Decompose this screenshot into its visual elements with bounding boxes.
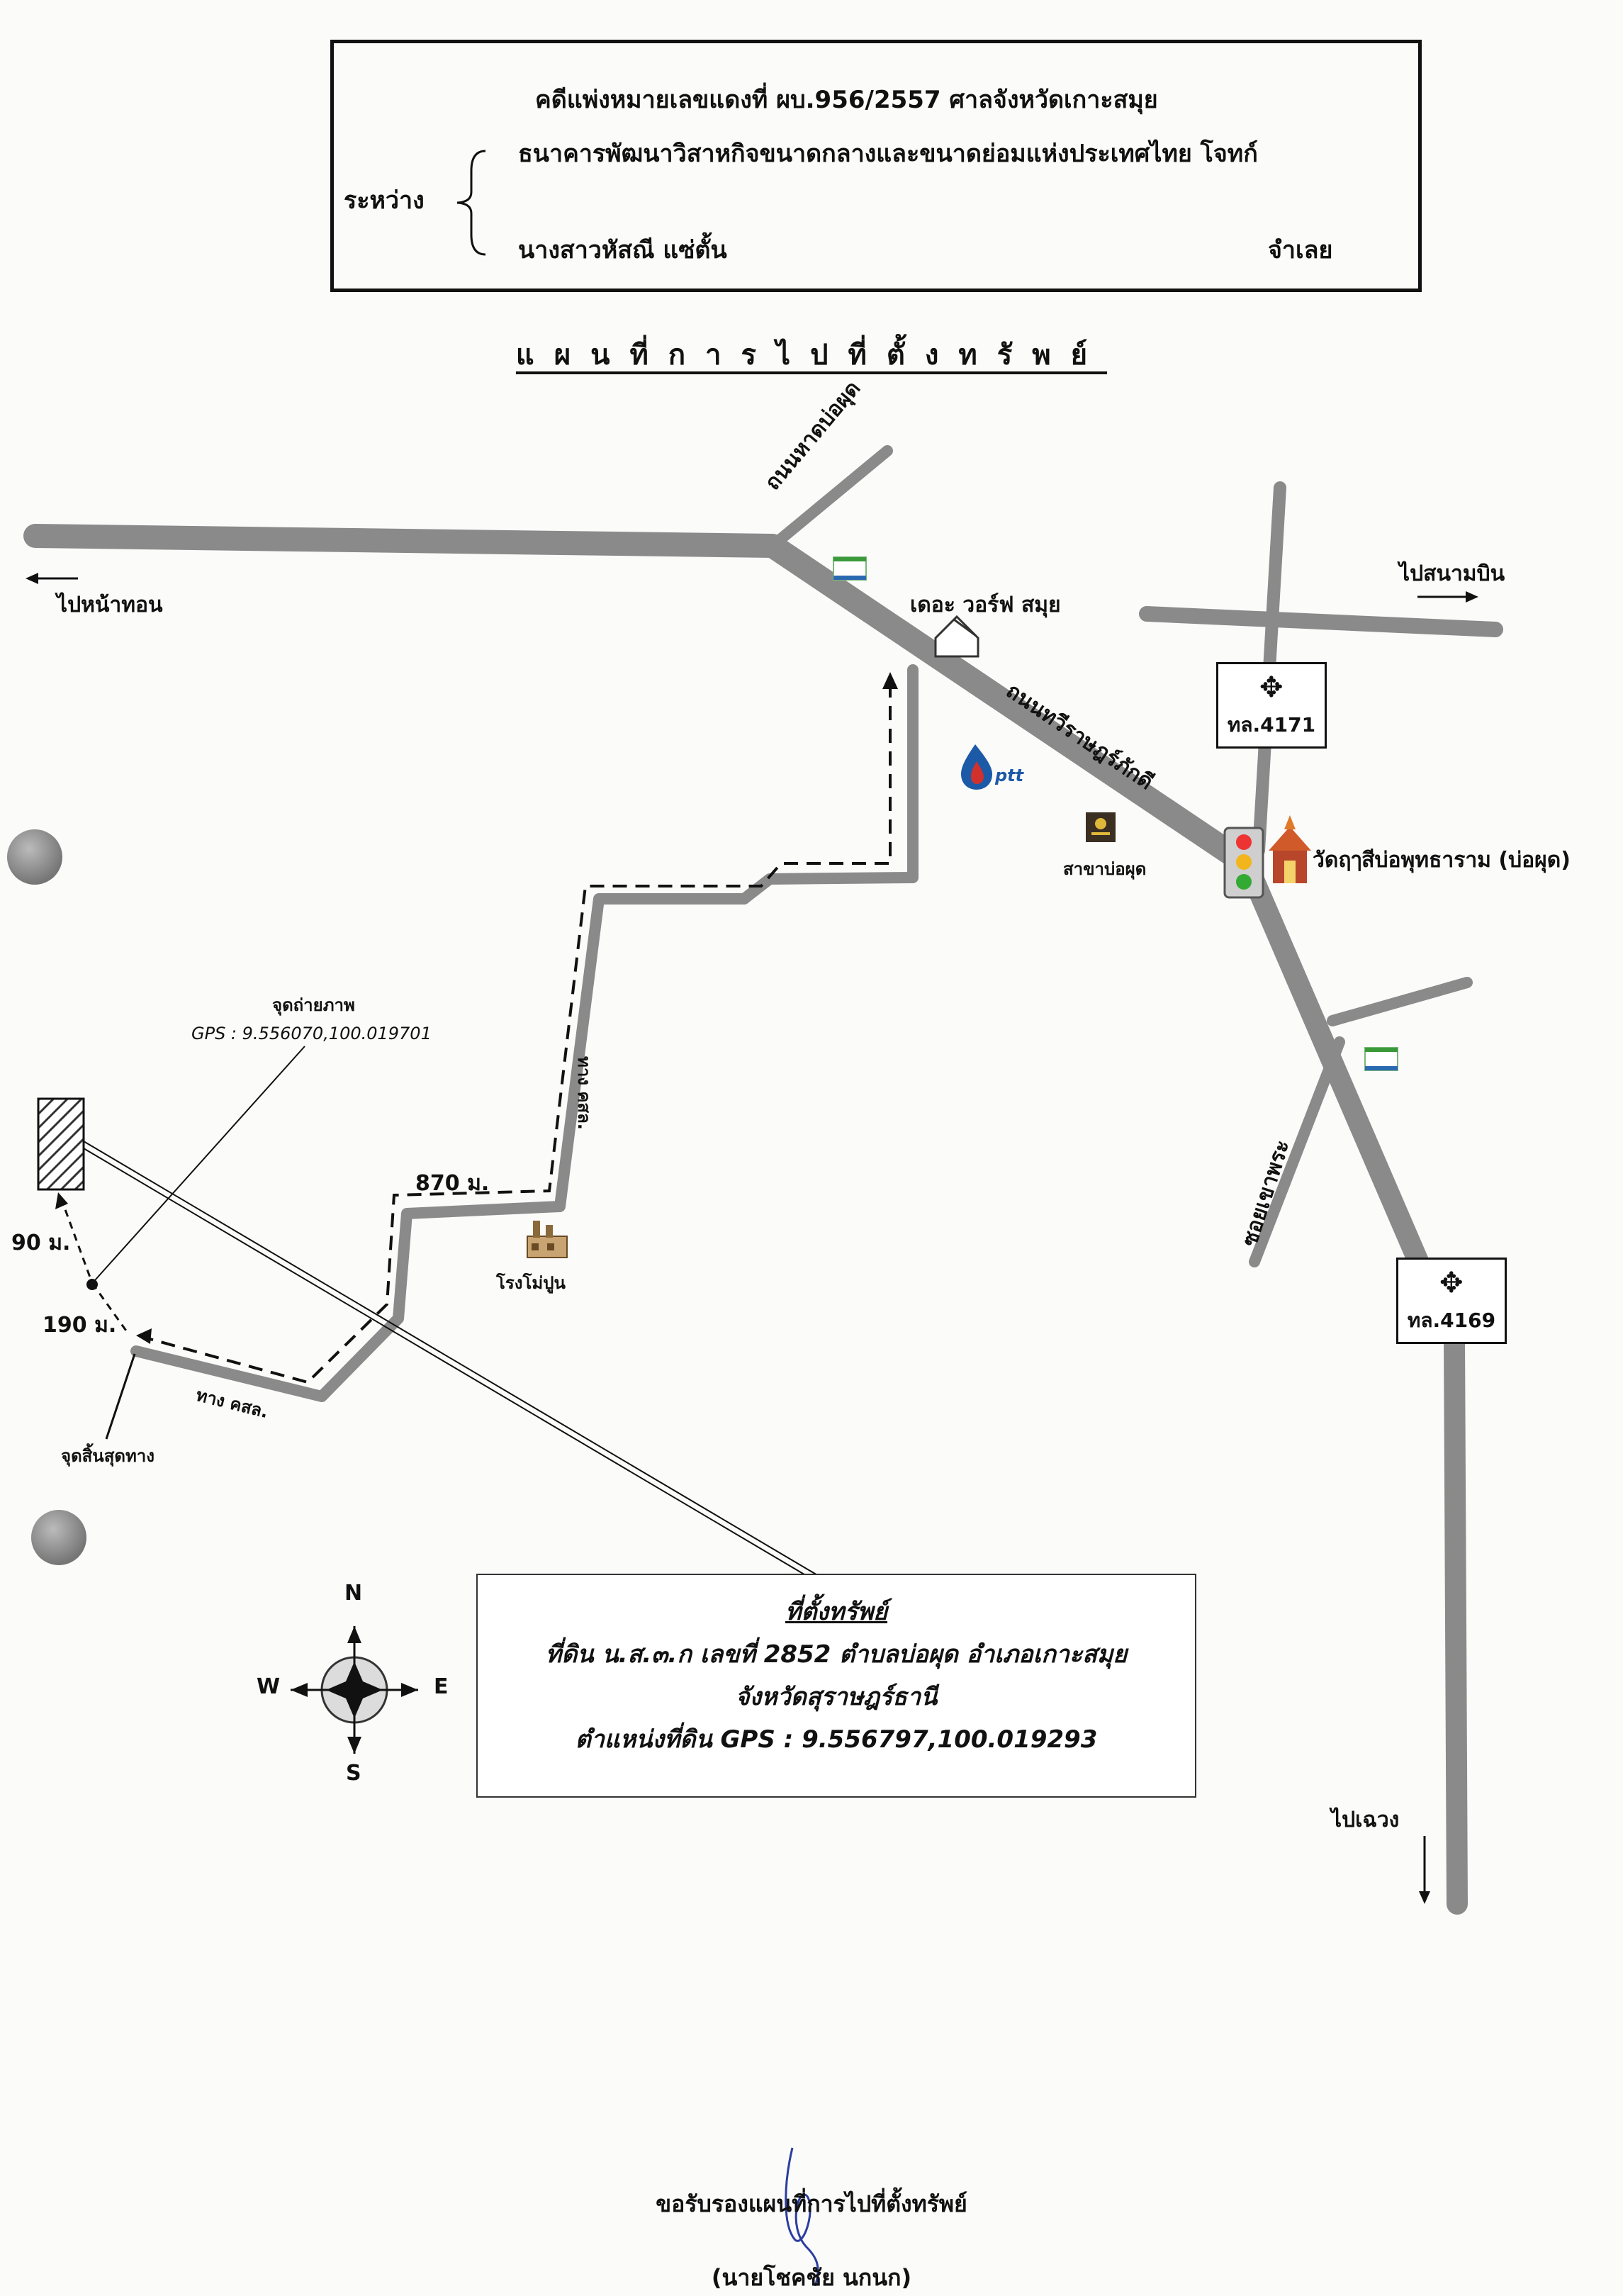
end-point-leader-line xyxy=(105,1353,136,1440)
property-line-2: จังหวัดสุราษฎร์ธานี xyxy=(735,1683,938,1711)
dist-line-190 xyxy=(91,1282,129,1333)
convenience-store-icon-2 xyxy=(1364,1047,1398,1071)
road-to-airport xyxy=(1139,606,1503,637)
label-to-chaweng: ไปเฉวง xyxy=(1331,1808,1400,1832)
certify-text: ขอรับรองแผนที่การไปที่ตั้งทรัพย์ xyxy=(656,2190,967,2217)
label-resort: เดอะ วอร์ฟ สมุย xyxy=(910,593,1061,617)
label-dist-190: 190 ม. xyxy=(43,1313,117,1338)
compass-n: N xyxy=(344,1581,363,1606)
label-temple: วัดฤๅสีบ่อพุทธาราม (บ่อผุด) xyxy=(1313,848,1571,873)
compass-s: S xyxy=(346,1761,361,1786)
factory-icon xyxy=(527,1221,568,1258)
case-header-box: คดีแพ่งหมายเลขแดงที่ ผบ.956/2557 ศาลจังห… xyxy=(330,40,1422,292)
temple-icon xyxy=(1269,815,1311,883)
garuda-emblem-icon-2: ✥ xyxy=(1439,1267,1464,1299)
signer-name: (นายโชคชัย นกนก) xyxy=(711,2264,912,2291)
between-label: ระหว่าง xyxy=(344,186,425,215)
road-thawi xyxy=(760,534,1259,877)
label-path-upper: ทาง คสล. xyxy=(574,1056,594,1130)
defendant-role: จำเลย xyxy=(1268,236,1333,264)
label-to-nathon: ไปหน้าทอน xyxy=(57,593,163,617)
compass-e: E xyxy=(434,1674,449,1699)
route-arrow-left-icon xyxy=(136,1328,152,1344)
label-photo-gps: GPS : 9.556070,100.019701 xyxy=(191,1024,432,1043)
punch-hole-bottom xyxy=(31,1510,86,1565)
highway-4169-label: ทล.4169 xyxy=(1407,1309,1496,1332)
compass-w: W xyxy=(257,1674,281,1699)
highway-4171-label: ทล.4171 xyxy=(1227,713,1316,737)
road-soi-khao-phra xyxy=(1249,1036,1345,1267)
route-arrow-up-icon xyxy=(882,672,898,689)
highway-sign-4171: ✥ ทล.4171 xyxy=(1216,662,1327,749)
label-photo-point: จุดถ่ายภาพ xyxy=(272,995,355,1015)
signature-icon xyxy=(785,2147,819,2286)
defendant-name: นางสาวหัสณี แซ่ตั้น xyxy=(518,236,727,264)
road-hat-bophut xyxy=(767,445,893,551)
label-end-point: จุดสิ้นสุดทาง xyxy=(61,1446,155,1466)
convenience-store-icon xyxy=(833,556,867,581)
ptt-logo-icon xyxy=(961,744,992,790)
plaintiff-line: ธนาคารพัฒนาวิสาหกิจขนาดกลางและขนาดย่อมแห… xyxy=(518,140,1258,168)
property-info-box: ที่ตั้งทรัพย์ ที่ดิน น.ส.๓.ก เลขที่ 2852… xyxy=(476,1574,1196,1798)
compass-rose-icon xyxy=(291,1626,418,1754)
brace-icon xyxy=(456,150,486,256)
label-bank-branch: สาขาบ่อผุด xyxy=(1063,859,1147,879)
label-dist-870: 870 ม. xyxy=(415,1171,490,1196)
road-east-branch xyxy=(1327,977,1473,1026)
bank-logo-icon xyxy=(1086,812,1116,842)
road-concrete-lane xyxy=(130,664,919,1402)
parcel-leader-line-1 xyxy=(83,1141,823,1579)
property-line-3: ตำแหน่งที่ดิน GPS : 9.556797,100.019293 xyxy=(575,1725,1098,1754)
label-factory: โรงโม่ปูน xyxy=(496,1273,566,1293)
property-parcel xyxy=(37,1097,85,1191)
garuda-emblem-icon: ✥ xyxy=(1259,671,1284,704)
parcel-leader-line-2 xyxy=(83,1148,816,1581)
dashed-route xyxy=(147,683,892,1384)
photo-leader-line xyxy=(94,1046,305,1281)
highway-sign-4169: ✥ ทล.4169 xyxy=(1396,1258,1507,1344)
photo-point-marker xyxy=(86,1279,98,1290)
map-title: แผนที่การไปที่ตั้งทรัพย์ xyxy=(515,339,1108,371)
punch-hole-top xyxy=(7,829,62,885)
case-number-line: คดีแพ่งหมายเลขแดงที่ ผบ.956/2557 ศาลจังห… xyxy=(535,86,1158,114)
property-line-1: ที่ดิน น.ส.๓.ก เลขที่ 2852 ตำบลบ่อผุด อำ… xyxy=(545,1640,1128,1669)
label-ptt: ptt xyxy=(995,766,1024,785)
label-dist-90: 90 ม. xyxy=(11,1231,71,1255)
dist-line-90 xyxy=(60,1197,94,1284)
road-main-west xyxy=(23,524,785,558)
label-to-airport: ไปสนามบิน xyxy=(1399,561,1505,586)
house-icon xyxy=(934,615,979,658)
traffic-light-icon xyxy=(1223,827,1264,899)
property-title: ที่ตั้งทรัพย์ xyxy=(785,1598,888,1626)
